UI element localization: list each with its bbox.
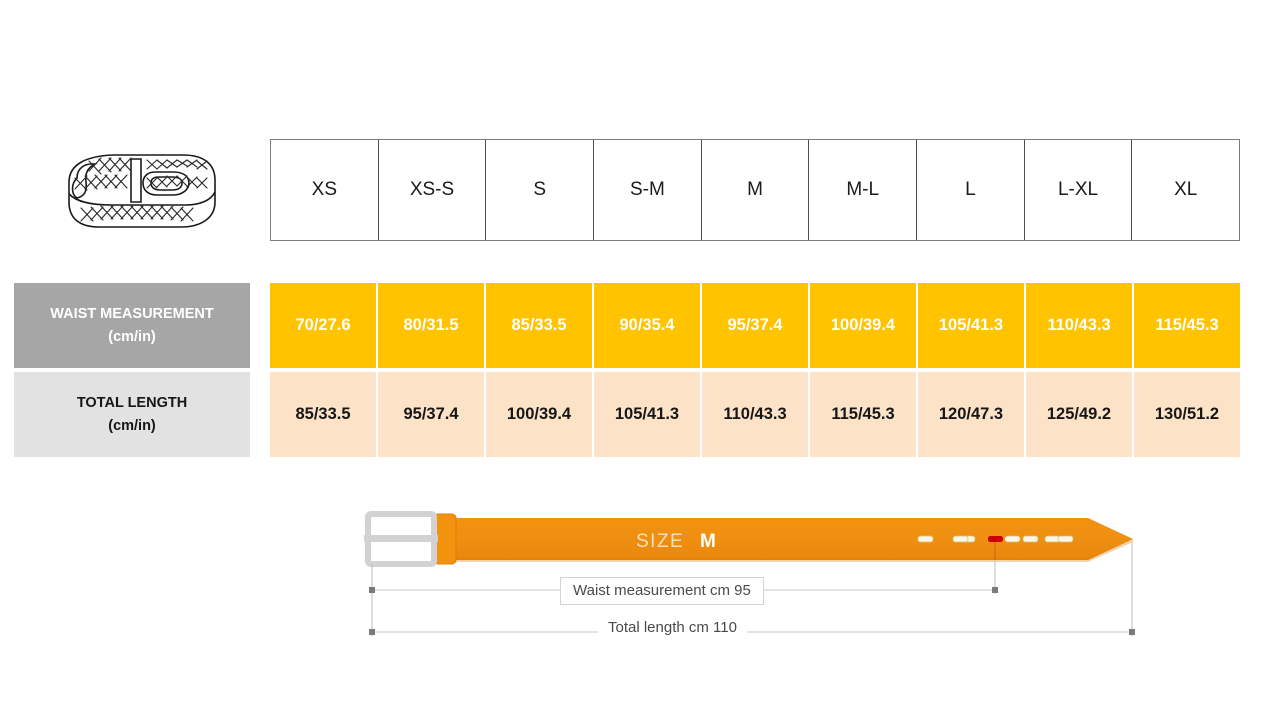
belt-strap xyxy=(432,518,1133,560)
waist-value-cell: 90/35.4 xyxy=(594,283,702,368)
waist-dimension-label: Waist measurement cm 95 xyxy=(560,577,764,605)
total-length-row-label: TOTAL LENGTH (cm/in) xyxy=(14,372,250,457)
length-value-cell: 105/41.3 xyxy=(594,372,702,457)
braided-belt-icon xyxy=(68,154,216,228)
size-header-cell: L-XL xyxy=(1025,140,1133,240)
belt-hole xyxy=(1004,535,1021,543)
size-header-cell: M xyxy=(702,140,810,240)
size-header-cell: S xyxy=(486,140,595,240)
size-header-table: XS XS-S S S-M M M-L L L-XL XL xyxy=(270,139,1240,241)
length-value-cell: 100/39.4 xyxy=(486,372,594,457)
waist-measurement-values: 70/27.6 80/31.5 85/33.5 90/35.4 95/37.4 … xyxy=(270,283,1240,368)
size-header-cell: L xyxy=(917,140,1025,240)
length-dimension-label: Total length cm 110 xyxy=(598,619,747,636)
size-header-cell: S-M xyxy=(594,140,702,240)
length-value-cell: 110/43.3 xyxy=(702,372,810,457)
length-value-cell: 120/47.3 xyxy=(918,372,1026,457)
belt-keeper-loop xyxy=(434,514,456,564)
belt-measurement-diagram: SIZE M xyxy=(340,498,1160,658)
size-header-cell: XS xyxy=(271,140,379,240)
waist-dimension-tick-left xyxy=(369,587,375,593)
product-illustration xyxy=(55,142,225,238)
length-value-cell: 125/49.2 xyxy=(1026,372,1134,457)
waist-dimension-tick-right xyxy=(992,587,998,593)
size-header-cell: XL xyxy=(1174,179,1198,200)
waist-value-cell: 110/43.3 xyxy=(1026,283,1134,368)
length-label-line2: (cm/in) xyxy=(108,417,156,434)
length-dimension-tick-left xyxy=(369,629,375,635)
waist-value-cell: 115/45.3 xyxy=(1155,316,1219,334)
length-value-cell: 95/37.4 xyxy=(378,372,486,457)
waist-measurement-row-label: WAIST MEASUREMENT (cm/in) xyxy=(14,283,250,368)
length-label-line1: TOTAL LENGTH xyxy=(76,395,188,412)
total-length-values: 85/33.5 95/37.4 100/39.4 105/41.3 110/43… xyxy=(270,372,1240,457)
length-value-cell: 115/45.3 xyxy=(810,372,918,457)
waist-value-cell: 95/37.4 xyxy=(702,283,810,368)
waist-label-line1: WAIST MEASUREMENT xyxy=(50,306,214,323)
length-dimension-tick-right xyxy=(1129,629,1135,635)
waist-label-line2: (cm/in) xyxy=(108,328,156,345)
belt-size-value: M xyxy=(700,531,716,552)
waist-value-cell: 85/33.5 xyxy=(486,283,594,368)
waist-value-cell: 80/31.5 xyxy=(378,283,486,368)
size-header-cell: M-L xyxy=(809,140,918,240)
waist-value-cell: 100/39.4 xyxy=(810,283,918,368)
length-value-cell: 85/33.5 xyxy=(270,372,378,457)
waist-value-cell: 70/27.6 xyxy=(270,283,378,368)
belt-buckle-prong xyxy=(364,535,438,542)
belt-size-prefix: SIZE xyxy=(636,531,684,552)
size-header-cell: XS-S xyxy=(379,140,487,240)
belt-diagram-svg: SIZE M xyxy=(364,511,1135,636)
length-value-cell: 130/51.2 xyxy=(1154,405,1220,423)
waist-value-cell: 105/41.3 xyxy=(918,283,1026,368)
